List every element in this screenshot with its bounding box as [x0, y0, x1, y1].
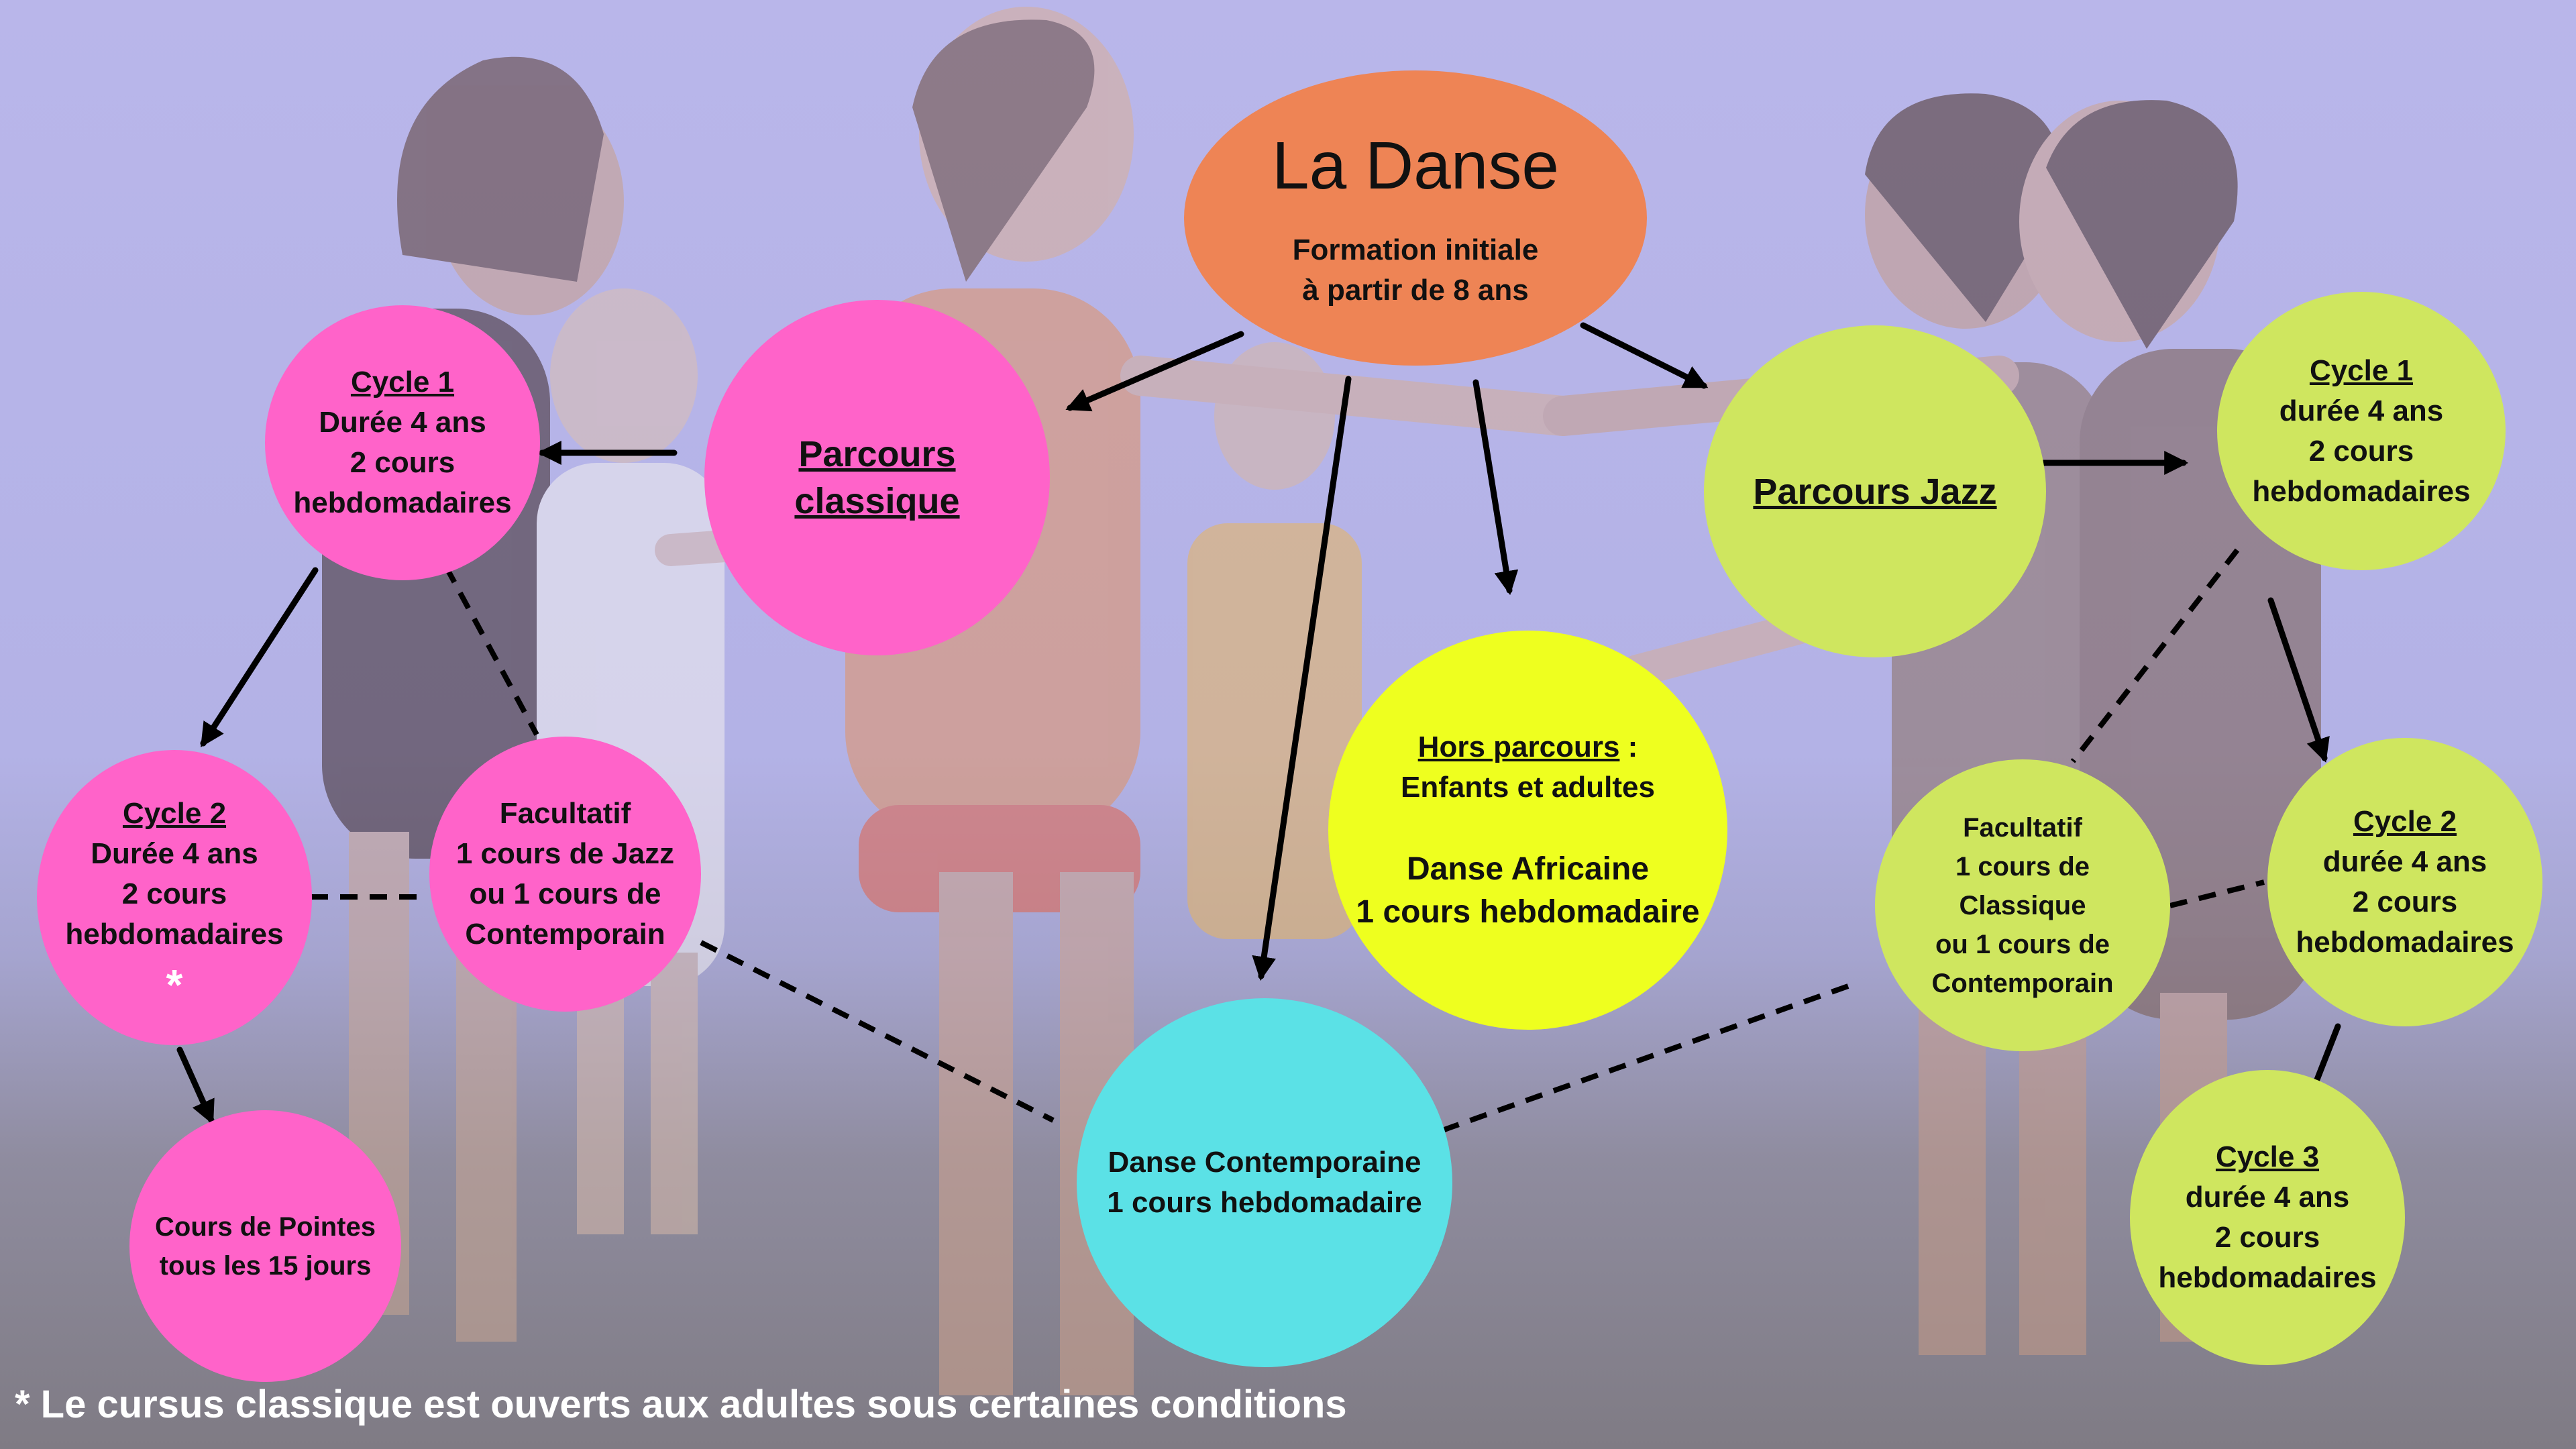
jazz-cycle3-title: Cycle 3	[2215, 1140, 2320, 1173]
classique-cycle2-courses: 2 cours	[121, 877, 227, 910]
la-danse-line2: à partir de 8 ans	[1302, 274, 1529, 307]
dash-classique-facultatif-contemporaine	[700, 940, 1055, 1123]
arrow-danse-to-classique	[1065, 331, 1244, 412]
classique-facultatif-line2: 1 cours de Jazz	[455, 837, 675, 870]
jazz-cycle2-duration: durée 4 ans	[2322, 845, 2487, 878]
la-danse-line1: Formation initiale	[1292, 233, 1539, 266]
classique-facultatif-line4: Contemporain	[465, 918, 665, 951]
hors-parcours-title-suffix: :	[1619, 730, 1638, 763]
cours-pointes-line2: tous les 15 jours	[159, 1250, 372, 1281]
jazz-cycle1-courses: 2 cours	[2308, 434, 2414, 468]
jazz-cycle1-node: Cycle 1 durée 4 ans 2 cours hebdomadaire…	[2217, 292, 2506, 570]
classique-facultatif-line3: ou 1 cours de	[469, 877, 661, 910]
arrow-classique-cycle2-to-pointes	[176, 1046, 215, 1125]
hors-parcours-audience: Enfants et adultes	[1401, 770, 1655, 804]
parcours-classique-node: Parcours classique	[704, 300, 1050, 655]
hors-parcours-node: Hors parcours : Enfants et adultes Danse…	[1328, 631, 1727, 1030]
classique-cycle1-courses: 2 cours	[350, 446, 455, 479]
classique-cycle2-title: Cycle 2	[122, 797, 227, 830]
classique-cycle1-node: Cycle 1 Durée 4 ans 2 cours hebdomadaire…	[265, 305, 540, 580]
jazz-facultatif-line5: Contemporain	[1931, 968, 2114, 998]
classique-cycle1-duration: Durée 4 ans	[319, 406, 486, 439]
jazz-cycle2-node: Cycle 2 durée 4 ans 2 cours hebdomadaire…	[2267, 738, 2542, 1026]
cours-pointes-node: Cours de Pointes tous les 15 jours	[129, 1110, 401, 1382]
jazz-cycle2-frequency: hebdomadaires	[2296, 926, 2514, 959]
jazz-facultatif-line2: 1 cours de	[1955, 851, 2090, 881]
footnote: * Le cursus classique est ouverts aux ad…	[15, 1383, 1347, 1426]
parcours-jazz-node: Parcours Jazz	[1704, 325, 2046, 657]
arrow-danse-to-hors-parcours	[1472, 379, 1519, 596]
classique-cycle2-asterisk: *	[166, 961, 183, 1009]
classique-cycle1-frequency: hebdomadaires	[293, 486, 512, 519]
jazz-facultatif-line1: Facultatif	[1963, 812, 2082, 843]
hors-parcours-title: Hors parcours	[1417, 730, 1620, 763]
classique-cycle2-frequency: hebdomadaires	[65, 918, 284, 951]
classique-facultatif-line1: Facultatif	[499, 797, 631, 830]
dash-classique-cycle1-facultatif	[443, 566, 539, 736]
la-danse-node: La Danse Formation initiale à partir de …	[1184, 70, 1647, 366]
jazz-cycle3-courses: 2 cours	[2214, 1221, 2320, 1254]
jazz-cycle2-title: Cycle 2	[2353, 805, 2457, 838]
jazz-cycle1-duration: durée 4 ans	[2279, 394, 2444, 427]
jazz-cycle3-node: Cycle 3 durée 4 ans 2 cours hebdomadaire…	[2130, 1070, 2405, 1365]
jazz-cycle3-frequency: hebdomadaires	[2158, 1261, 2377, 1294]
jazz-cycle1-title: Cycle 1	[2309, 354, 2414, 387]
la-danse-title: La Danse	[1271, 128, 1560, 203]
arrow-danse-to-contemporaine	[1252, 376, 1352, 981]
parcours-classique-label: Parcours classique	[794, 434, 960, 521]
jazz-cycle1-frequency: hebdomadaires	[2252, 474, 2471, 508]
jazz-facultatif-line4: ou 1 cours de	[1935, 929, 2110, 959]
hors-parcours-heading: Hors parcours :	[1418, 727, 1638, 767]
cours-pointes-line1: Cours de Pointes	[155, 1212, 376, 1242]
arrow-classique-cycle1-to-cycle2	[200, 567, 319, 748]
classique-cycle2-node: Cycle 2 Durée 4 ans 2 cours hebdomadaire…	[37, 750, 312, 1045]
jazz-facultatif-line3: Classique	[1959, 890, 2086, 920]
jazz-cycle3-duration: durée 4 ans	[2185, 1181, 2350, 1214]
jazz-facultatif-node: Facultatif 1 cours de Classique ou 1 cou…	[1875, 759, 2170, 1051]
danse-contemporaine-node: Danse Contemporaine 1 cours hebdomadaire	[1077, 998, 1452, 1367]
classique-facultatif-node: Facultatif 1 cours de Jazz ou 1 cours de…	[429, 737, 701, 1012]
danse-contemporaine-frequency: 1 cours hebdomadaire	[1107, 1186, 1422, 1219]
parcours-jazz-label: Parcours Jazz	[1753, 471, 1997, 512]
dash-jazz-facultatif-cycle2	[2169, 879, 2265, 908]
classique-cycle1-title: Cycle 1	[350, 366, 455, 398]
classique-cycle2-duration: Durée 4 ans	[91, 837, 258, 870]
jazz-cycle2-courses: 2 cours	[2352, 885, 2458, 918]
danse-contemporaine-title: Danse Contemporaine	[1108, 1146, 1421, 1179]
dash-jazz-facultatif-contemporaine	[1441, 983, 1849, 1133]
hors-parcours-course: Danse Africaine	[1406, 851, 1650, 887]
arrow-danse-to-jazz	[1580, 322, 1709, 389]
hors-parcours-frequency: 1 cours hebdomadaire	[1356, 894, 1700, 930]
dash-jazz-cycle1-facultatif	[2070, 548, 2240, 763]
arrow-jazz-cycle1-to-cycle2	[2267, 597, 2330, 763]
